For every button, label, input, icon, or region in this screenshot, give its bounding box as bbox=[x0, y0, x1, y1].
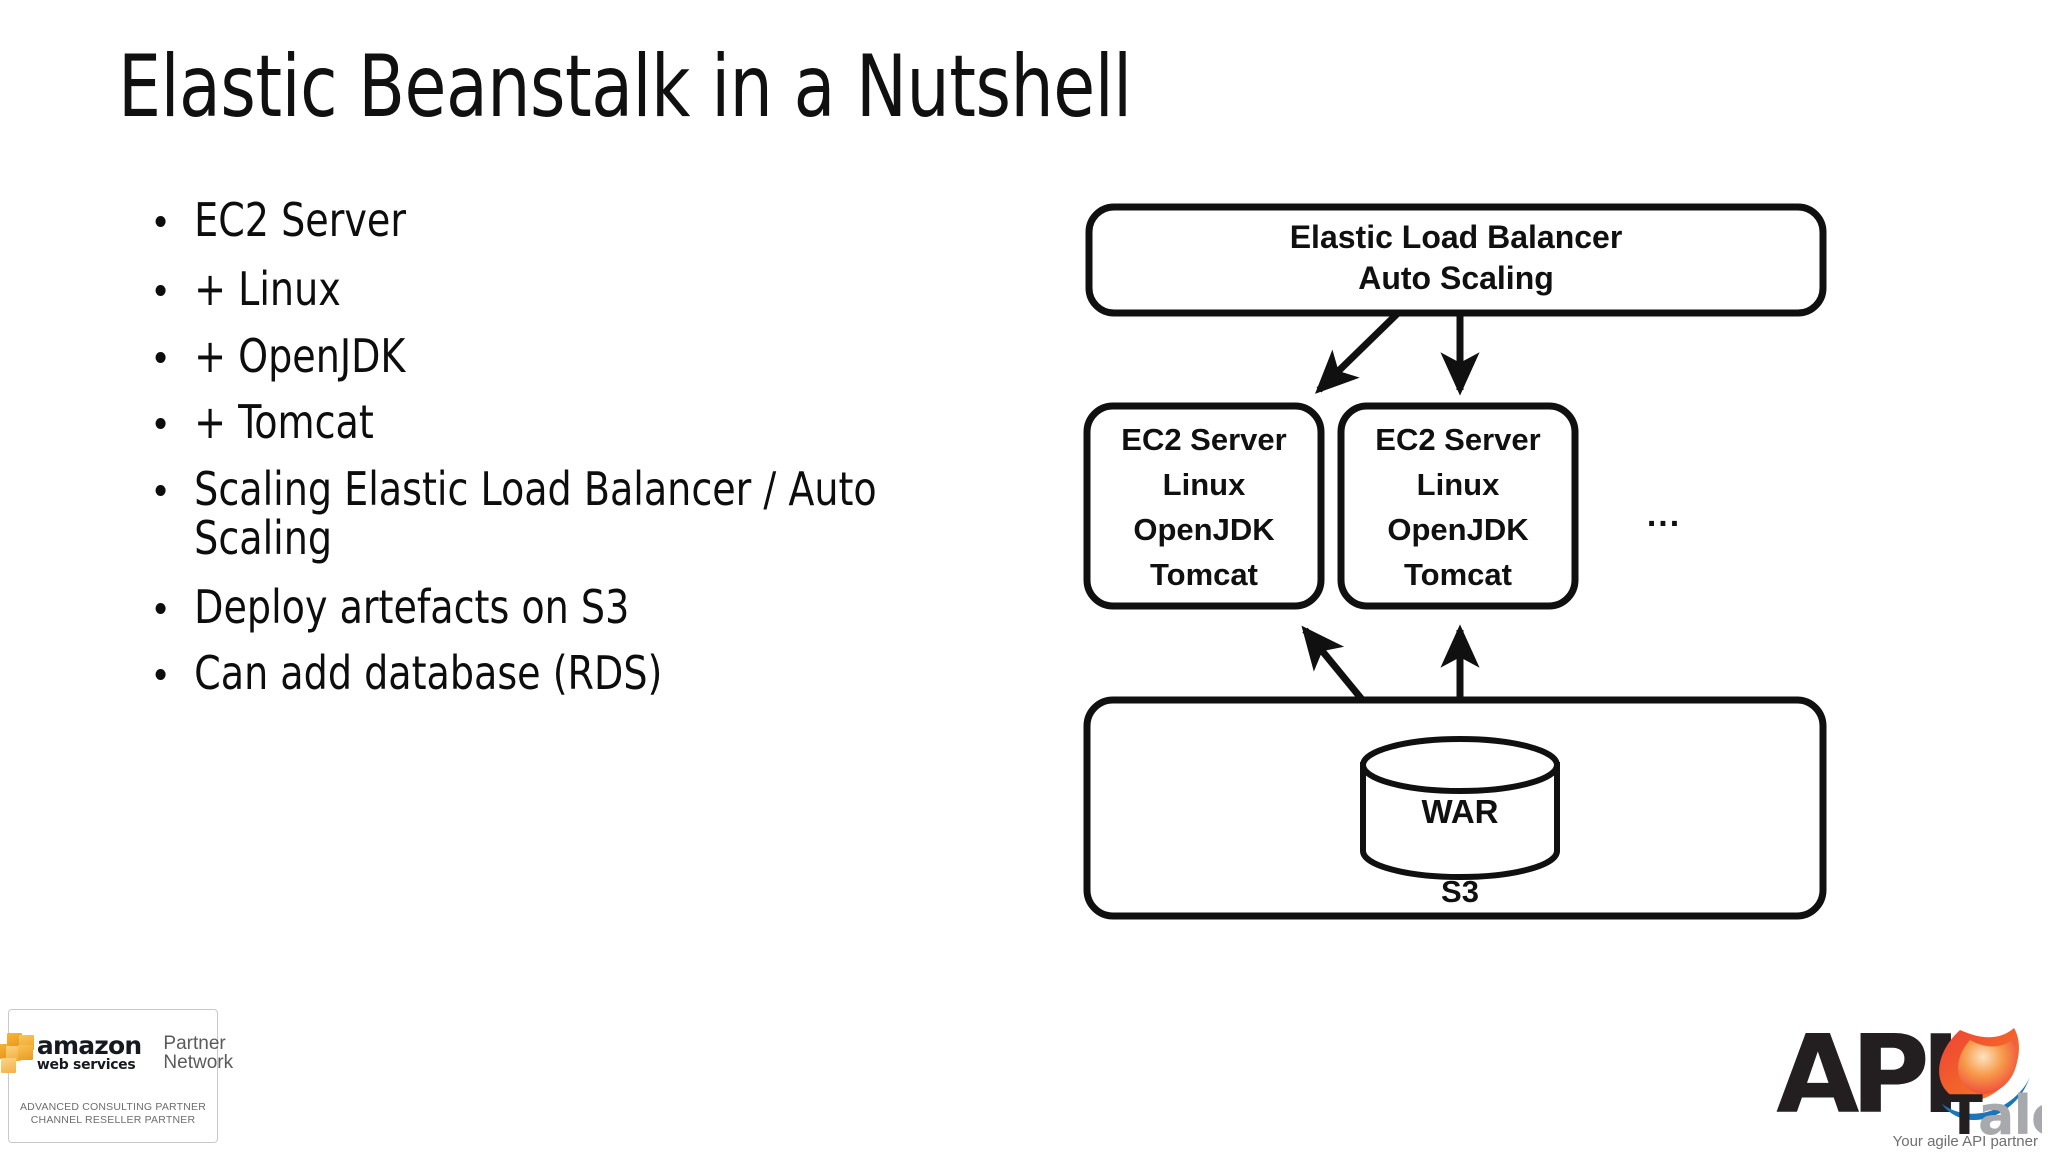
ec2-server-1-line4: Tomcat bbox=[1150, 557, 1258, 592]
ec2-server-box-2 bbox=[1337, 402, 1579, 610]
aws-wordmark: amazon web services bbox=[36, 1030, 142, 1073]
list-item-text: Can add database (RDS) bbox=[194, 646, 663, 701]
list-item: + Linux bbox=[150, 261, 877, 316]
talent-t-text: T bbox=[1946, 1084, 1983, 1147]
ec2-server-node-1: EC2 Server Linux OpenJDK Tomcat bbox=[1083, 402, 1325, 610]
load-balancer-line2: Auto Scaling bbox=[1358, 260, 1554, 296]
ec2-server-1-line2: Linux bbox=[1163, 467, 1246, 502]
war-label: WAR bbox=[1422, 793, 1499, 830]
bullet-list: EC2 Server + Linux + OpenJDK + Tomcat Sc… bbox=[150, 196, 940, 716]
list-item: Deploy artefacts on S3 bbox=[150, 579, 877, 634]
arrow-lb-to-server-1 bbox=[1314, 311, 1400, 394]
war-cylinder-icon: WAR bbox=[1360, 736, 1560, 880]
aws-amazon-text: amazon bbox=[36, 1030, 142, 1060]
bullet-dot-icon bbox=[155, 418, 166, 430]
list-item: Scaling Elastic Load Balancer / Auto Sca… bbox=[150, 465, 877, 563]
bullet-dot-icon bbox=[155, 669, 166, 681]
ec2-server-1-line1: EC2 Server bbox=[1121, 422, 1286, 457]
aws-partner-network-badge: amazon web services Partner Network ADVA… bbox=[0, 1009, 233, 1143]
list-item-text: Scaling Elastic Load Balancer / Auto Sca… bbox=[194, 462, 877, 565]
ec2-server-node-2: EC2 Server Linux OpenJDK Tomcat bbox=[1337, 402, 1579, 610]
load-balancer-box bbox=[1085, 203, 1827, 317]
aws-badge-logo-row: amazon web services Partner Network bbox=[0, 1022, 233, 1084]
bullet-dot-icon bbox=[155, 351, 166, 363]
partner-text: Partner bbox=[163, 1032, 226, 1054]
list-item-text: + Tomcat bbox=[194, 395, 374, 450]
architecture-diagram: Elastic Load Balancer Auto Scaling EC2 S… bbox=[1060, 178, 1860, 938]
aws-badge-subtitle-line1: ADVANCED CONSULTING PARTNER bbox=[19, 1100, 207, 1113]
load-balancer-node: Elastic Load Balancer Auto Scaling bbox=[1085, 203, 1827, 317]
list-item-text: EC2 Server bbox=[194, 193, 406, 247]
list-item-text: + Linux bbox=[194, 261, 341, 316]
api-logo-tagline: Your agile API partner bbox=[1892, 1133, 2038, 1150]
ec2-server-box-1 bbox=[1083, 402, 1325, 610]
talent-alent-text: alent bbox=[1978, 1084, 2042, 1147]
s3-node: WAR S3 bbox=[1083, 696, 1827, 920]
list-item: EC2 Server bbox=[150, 196, 877, 245]
aws-badge-subtitle-line2: CHANNEL RESELLER PARTNER bbox=[30, 1114, 196, 1127]
bullet-dot-icon bbox=[155, 284, 166, 296]
list-item-text: Deploy artefacts on S3 bbox=[194, 579, 630, 634]
aws-cubes-icon bbox=[0, 1033, 34, 1073]
aws-badge-subtitle: ADVANCED CONSULTING PARTNER CHANNEL RESE… bbox=[9, 1101, 217, 1128]
partner-network-wordmark: Partner Network bbox=[163, 1032, 234, 1073]
list-item: + Tomcat bbox=[150, 398, 877, 447]
ec2-server-2-line2: Linux bbox=[1417, 467, 1500, 502]
network-text: Network bbox=[163, 1052, 234, 1073]
api-wordmark-text: API bbox=[1776, 1013, 1952, 1138]
list-item: + OpenJDK bbox=[150, 328, 877, 383]
list-item: Can add database (RDS) bbox=[150, 649, 877, 698]
ec2-server-2-line3: OpenJDK bbox=[1387, 512, 1529, 547]
s3-label: S3 bbox=[1441, 874, 1479, 909]
load-balancer-line1: Elastic Load Balancer bbox=[1290, 219, 1623, 255]
ec2-server-2-line1: EC2 Server bbox=[1375, 422, 1540, 457]
bullet-dot-icon bbox=[155, 485, 166, 496]
api-talent-logo: API T alent Your agile API partner bbox=[1774, 1008, 2048, 1152]
list-item-text: + OpenJDK bbox=[194, 328, 406, 383]
aws-web-services-text: web services bbox=[36, 1056, 136, 1073]
more-servers-ellipsis: ... bbox=[1647, 496, 1681, 534]
ec2-server-2-line4: Tomcat bbox=[1404, 557, 1512, 592]
page-title: Elastic Beanstalk in a Nutshell bbox=[118, 37, 1132, 137]
flame-icon bbox=[1939, 1028, 2030, 1121]
bullet-dot-icon bbox=[155, 602, 166, 614]
ec2-server-1-line3: OpenJDK bbox=[1133, 512, 1275, 547]
bullet-dot-icon bbox=[155, 216, 166, 227]
